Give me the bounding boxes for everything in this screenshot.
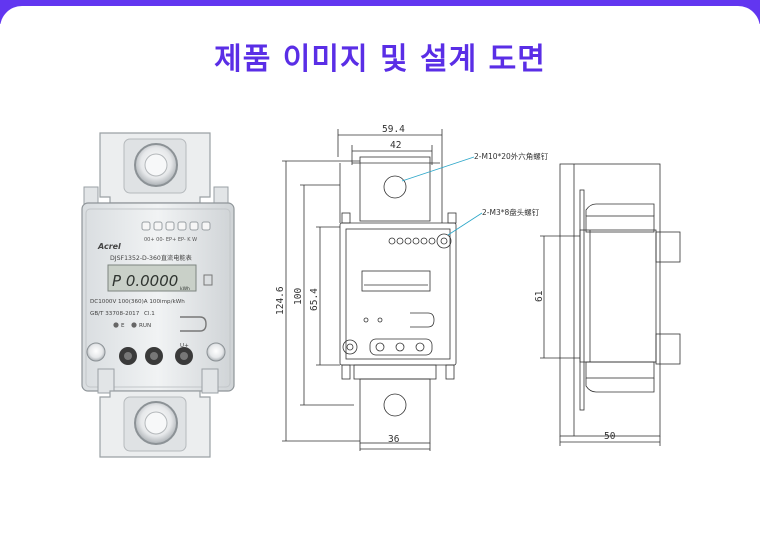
dim-124-6: 124.6 [275, 286, 286, 315]
brand-logo: Acrel [97, 242, 121, 251]
indicator-run-label: RUN [139, 323, 151, 329]
product-photo: 00+ 00- EP+ EP- K W Acrel DJSF1352-D-360… [81, 132, 235, 458]
front-view-drawing: 59.4 42 36 124.6 100 65.4 [275, 124, 483, 451]
dim-61: 61 [534, 290, 545, 302]
led-labels: 00+ 00- EP+ EP- K W [144, 237, 197, 243]
class-label: Cl.1 [144, 311, 155, 317]
dim-100: 100 [293, 288, 304, 305]
dim-50: 50 [604, 431, 616, 442]
dim-59-4: 59.4 [382, 124, 405, 135]
dim-42: 42 [390, 140, 401, 151]
lcd-unit: kWh [180, 286, 190, 292]
standard-line: GB/T 33708-2017 [90, 311, 140, 317]
note-bolt: 2-M10*20外六角螺钉 [474, 152, 549, 161]
dim-36: 36 [388, 434, 400, 445]
dim-65-4: 65.4 [309, 288, 320, 311]
spec-line: DC1000V 100(360)A 100imp/kWh [90, 299, 185, 305]
terminal-label: U+ [180, 343, 189, 349]
page-title: 제품 이미지 및 설계 도면 [214, 42, 546, 77]
model-name: DJSF1352-D-360直流电能表 [110, 254, 192, 262]
note-screw: 2-M3*8盘头螺钉 [482, 208, 540, 217]
side-view-drawing: 61 50 [534, 163, 681, 446]
lcd-display: P 0.0000 [112, 272, 178, 290]
indicator-e-label: E [121, 323, 125, 329]
